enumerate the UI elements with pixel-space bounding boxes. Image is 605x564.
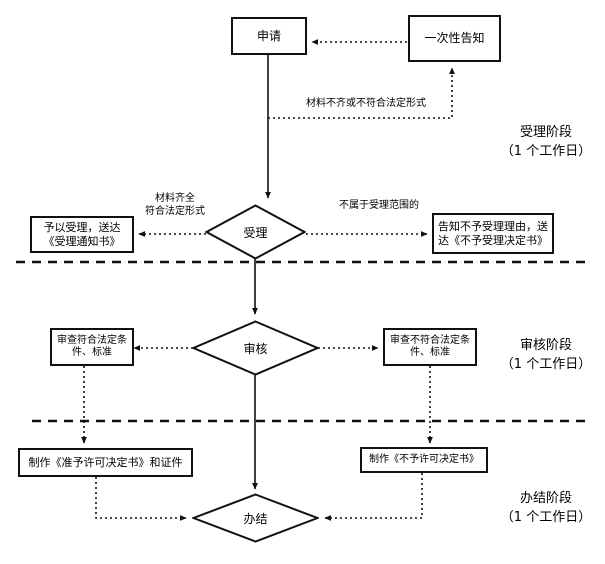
node-accept-yes-label: 予以受理，送达 《受理通知书》 [43,220,121,248]
node-accept-yes[interactable]: 予以受理，送达 《受理通知书》 [30,216,134,253]
edge-label-out-of-scope: 不属于受理范围的 [339,200,419,211]
node-review-decision-label: 审核 [243,341,268,356]
node-completion[interactable]: 办结 [192,493,319,543]
node-permit-grant-label: 制作《准予许可决定书》和证件 [28,455,183,469]
node-accept-no[interactable]: 告知不予受理理由，送 达《不予受理决定书》 [432,213,554,254]
stage-label-completion-name: 办结阶段 [519,491,572,506]
node-application-label: 申请 [256,28,281,43]
node-completion-label: 办结 [243,511,268,526]
stage-label-review-name: 审核阶段 [519,338,572,353]
node-application[interactable]: 申请 [231,17,307,55]
stage-label-accept-duration: （1 个工作日） [500,143,592,159]
edge-deny-to-completion [324,473,423,521]
node-accept-decision-label: 受理 [243,225,268,240]
stage-label-accept-name: 受理阶段 [519,125,572,140]
node-permit-deny[interactable]: 制作《不予许可决定书》 [360,447,488,473]
node-review-decision[interactable]: 审核 [192,320,319,376]
stage-label-review: 审核阶段 （1 个工作日） [490,337,602,375]
node-permit-deny-label: 制作《不予许可决定书》 [369,453,479,465]
stage-label-accept: 受理阶段 （1 个工作日） [490,124,602,162]
edge-label-materials-complete: 材料齐全 符合法定形式 [145,193,205,217]
node-accept-decision[interactable]: 受理 [205,204,306,260]
stage-label-completion: 办结阶段 （1 个工作日） [490,490,602,528]
node-review-pass[interactable]: 审查符合法定条 件、标准 [50,328,134,366]
node-one-time-notice-label: 一次性告知 [424,31,485,45]
node-permit-grant[interactable]: 制作《准予许可决定书》和证件 [18,448,193,477]
node-one-time-notice[interactable]: 一次性告知 [408,15,501,62]
edge-grant-to-completion [95,477,187,521]
node-accept-no-label: 告知不予受理理由，送 达《不予受理决定书》 [438,219,548,247]
node-review-fail[interactable]: 审查不符合法定条 件、标准 [383,328,477,366]
edge-label-incomplete-materials: 材料不齐或不符合法定形式 [306,98,426,109]
node-review-fail-label: 审查不符合法定条 件、标准 [390,334,470,359]
stage-label-completion-duration: （1 个工作日） [500,509,592,525]
edge-incomplete-to-notice [268,67,455,119]
node-review-pass-label: 审查符合法定条 件、标准 [57,334,127,359]
stage-label-review-duration: （1 个工作日） [500,356,592,372]
